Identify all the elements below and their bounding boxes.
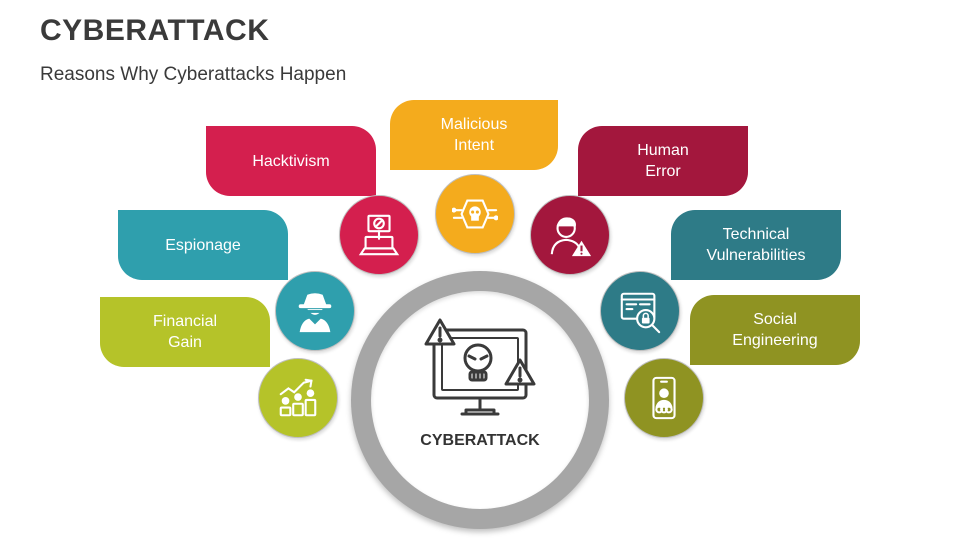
reason-label-espionage: Espionage: [118, 210, 288, 280]
reason-circle-espionage: [275, 271, 355, 351]
reason-label-human-error: Human Error: [578, 126, 748, 196]
reason-label-technical-vulnerabilities: Technical Vulnerabilities: [671, 210, 841, 280]
protest-laptop-icon: [358, 214, 400, 256]
reason-circle-financial-gain: [258, 358, 338, 438]
phone-hacker-icon: [652, 376, 676, 420]
reason-label-social-engineering: Social Engineering: [690, 295, 860, 365]
computer-warning-icon: [424, 318, 536, 416]
reason-circle-hacktivism: [339, 195, 419, 275]
reason-label-hacktivism: Hacktivism: [206, 126, 376, 196]
person-warning-icon: [550, 217, 592, 257]
reason-circle-social-engineering: [624, 358, 704, 438]
code-lock-icon: [620, 292, 661, 334]
reason-label-malicious-intent: Malicious Intent: [390, 100, 558, 170]
page-title: CYBERATTACK: [40, 14, 270, 47]
hub-label: CYBERATTACK: [420, 432, 540, 449]
skull-chip-icon: [452, 199, 498, 229]
reason-circle-malicious-intent: [435, 174, 515, 254]
reason-circle-human-error: [530, 195, 610, 275]
reason-label-financial-gain: Financial Gain: [100, 297, 270, 367]
money-growth-icon: [279, 378, 317, 417]
page-subtitle: Reasons Why Cyberattacks Happen: [40, 64, 347, 85]
spy-icon: [298, 293, 332, 333]
reason-circle-technical-vulnerabilities: [600, 271, 680, 351]
